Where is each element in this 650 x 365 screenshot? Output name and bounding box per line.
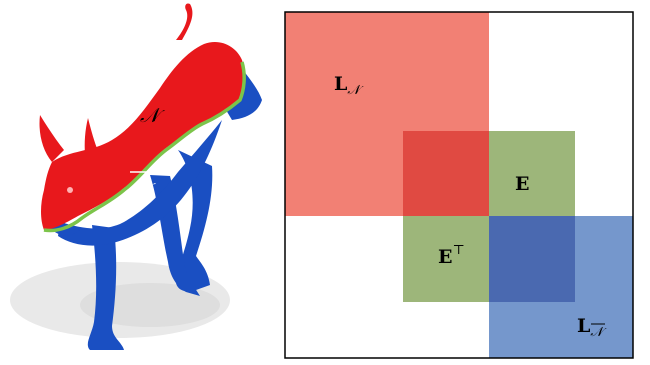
region-nbar [44,64,262,350]
label-ET-main: E [438,246,452,268]
label-L-Nbar-main: L [577,315,590,337]
dog-eye [67,187,73,193]
block-matrix [284,11,634,359]
label-ET: E⊤ [438,243,465,268]
label-E: E [515,173,529,195]
block-ET [403,216,489,302]
block-overlap-blue [489,216,575,302]
region-boundary [43,61,246,233]
block-overlap-red [403,131,489,216]
label-L-N-main: L [334,73,347,95]
region-n [39,3,244,230]
label-ET-sup: ⊤ [452,243,464,258]
matrix-frame [284,11,634,359]
dog-illustration [10,3,262,350]
block-E [489,131,575,216]
